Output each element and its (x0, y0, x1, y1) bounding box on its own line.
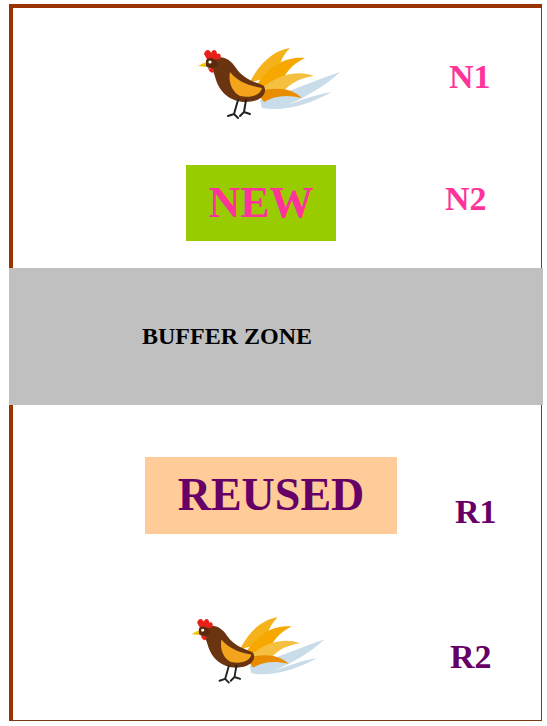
zone-label: N1 (449, 58, 491, 95)
rooster-illustration (184, 609, 329, 687)
box-text: REUSED (178, 470, 365, 521)
new-box: NEW (186, 165, 336, 241)
box-text: BUFFER ZONE (142, 323, 312, 349)
zone-label: N2 (445, 180, 487, 217)
box-text: NEW (208, 179, 313, 227)
buffer-zone-band: BUFFER ZONE (9, 268, 543, 405)
reused-box: REUSED (145, 457, 397, 534)
zone-label: R1 (455, 493, 497, 530)
zone-label: R2 (450, 638, 492, 675)
rooster-illustration (190, 42, 345, 120)
